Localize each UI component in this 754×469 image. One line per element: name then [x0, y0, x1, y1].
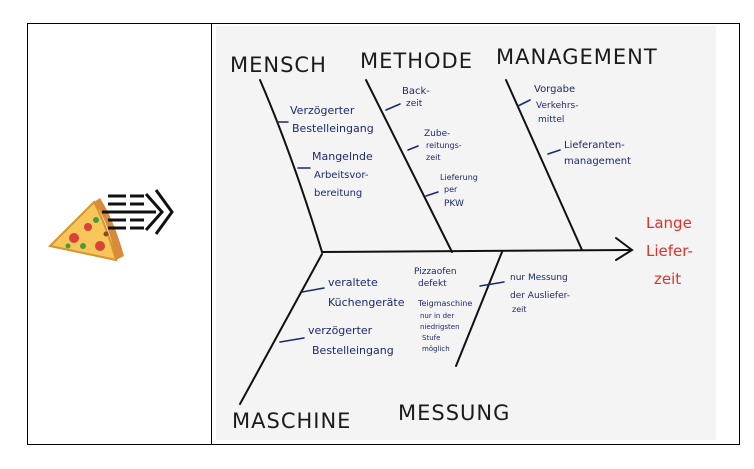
cause-maschine2-line2: Bestelleingang — [312, 344, 394, 357]
tick-maschine1 — [301, 287, 325, 293]
spine-arrowhead — [615, 237, 634, 261]
cause-mensch1-line1: Verzögerter — [290, 104, 355, 117]
fishbone-diagram: MENSCH METHODE MANAGEMENT MASCHINE MESSU… — [212, 24, 739, 444]
cause-maschine4-line4: Stufe — [422, 334, 440, 342]
bone-messung — [455, 251, 503, 367]
cause-methode2-line1: Zube- — [424, 129, 450, 139]
cause-mensch1-line2: Bestelleingang — [292, 122, 374, 135]
tick-methode2 — [407, 145, 419, 151]
cause-maschine3-line1: Pizzaofen — [414, 267, 457, 277]
cause-maschine2-line1: verzögerter — [308, 324, 373, 337]
cause-maschine4-line5: möglich — [422, 345, 450, 353]
cause-management2-line1: Lieferanten- — [564, 140, 625, 151]
cause-maschine3-line2: defekt — [418, 279, 447, 289]
paper-background — [216, 26, 716, 440]
cause-maschine4-line3: niedrigsten — [420, 323, 460, 331]
table-divider — [211, 23, 212, 445]
table-frame — [27, 23, 740, 445]
cause-methode3-line1: Lieferung — [440, 173, 478, 182]
cause-management1-line3: mittel — [538, 115, 564, 125]
tick-management1 — [517, 99, 531, 107]
cause-methode3-line2: per — [444, 185, 458, 194]
bone-mensch — [259, 79, 323, 253]
category-management: MANAGEMENT — [496, 45, 658, 69]
main-spine — [321, 249, 631, 253]
tick-methode1 — [385, 103, 401, 111]
category-mensch: MENSCH — [230, 53, 327, 77]
cause-methode1-line2: zeit — [406, 99, 423, 109]
cause-maschine1-line1: veraltete — [328, 276, 378, 289]
tick-methode3 — [425, 191, 439, 197]
cause-management1-line2: Verkehrs- — [536, 101, 578, 111]
bone-maschine — [239, 253, 323, 405]
category-maschine: MASCHINE — [232, 409, 351, 433]
cause-mensch2-line2: Arbeitsvor- — [314, 170, 369, 181]
cause-messung1-line2: der Ausliefer- — [510, 291, 570, 301]
tick-messung1 — [479, 281, 505, 287]
cause-maschine4-line2: nur in der — [420, 312, 454, 320]
cause-mensch2-line1: Mangelnde — [312, 150, 373, 163]
cause-messung1-line3: zeit — [512, 305, 526, 314]
cause-mensch2-line3: bereitung — [314, 188, 362, 199]
cause-methode3-line3: PKW — [444, 199, 464, 209]
bone-management — [505, 79, 583, 251]
effect-line1: Lange — [646, 214, 692, 232]
cause-maschine1-line2: Küchengeräte — [328, 296, 405, 309]
tick-maschine2 — [279, 337, 305, 343]
effect-line3: zeit — [654, 270, 681, 288]
category-methode: METHODE — [360, 49, 473, 73]
pizza-fishbone-icon — [47, 189, 174, 262]
cause-management1-line1: Vorgabe — [534, 84, 575, 95]
cause-maschine4-line1: Teigmaschine — [417, 299, 472, 308]
category-messung: MESSUNG — [398, 401, 510, 425]
icon-cell — [28, 24, 211, 444]
bone-methode — [365, 79, 453, 253]
effect-line2: Liefer- — [646, 242, 693, 260]
cause-methode2-line3: zeit — [426, 153, 440, 162]
cause-messung1-line1: nur Messung — [510, 273, 568, 283]
cause-methode1-line1: Back- — [402, 86, 430, 97]
tick-management2 — [547, 149, 561, 155]
cause-management2-line2: management — [564, 156, 631, 167]
cause-methode2-line2: reitungs- — [426, 141, 462, 150]
fishbone-glyph-icon — [102, 189, 174, 235]
